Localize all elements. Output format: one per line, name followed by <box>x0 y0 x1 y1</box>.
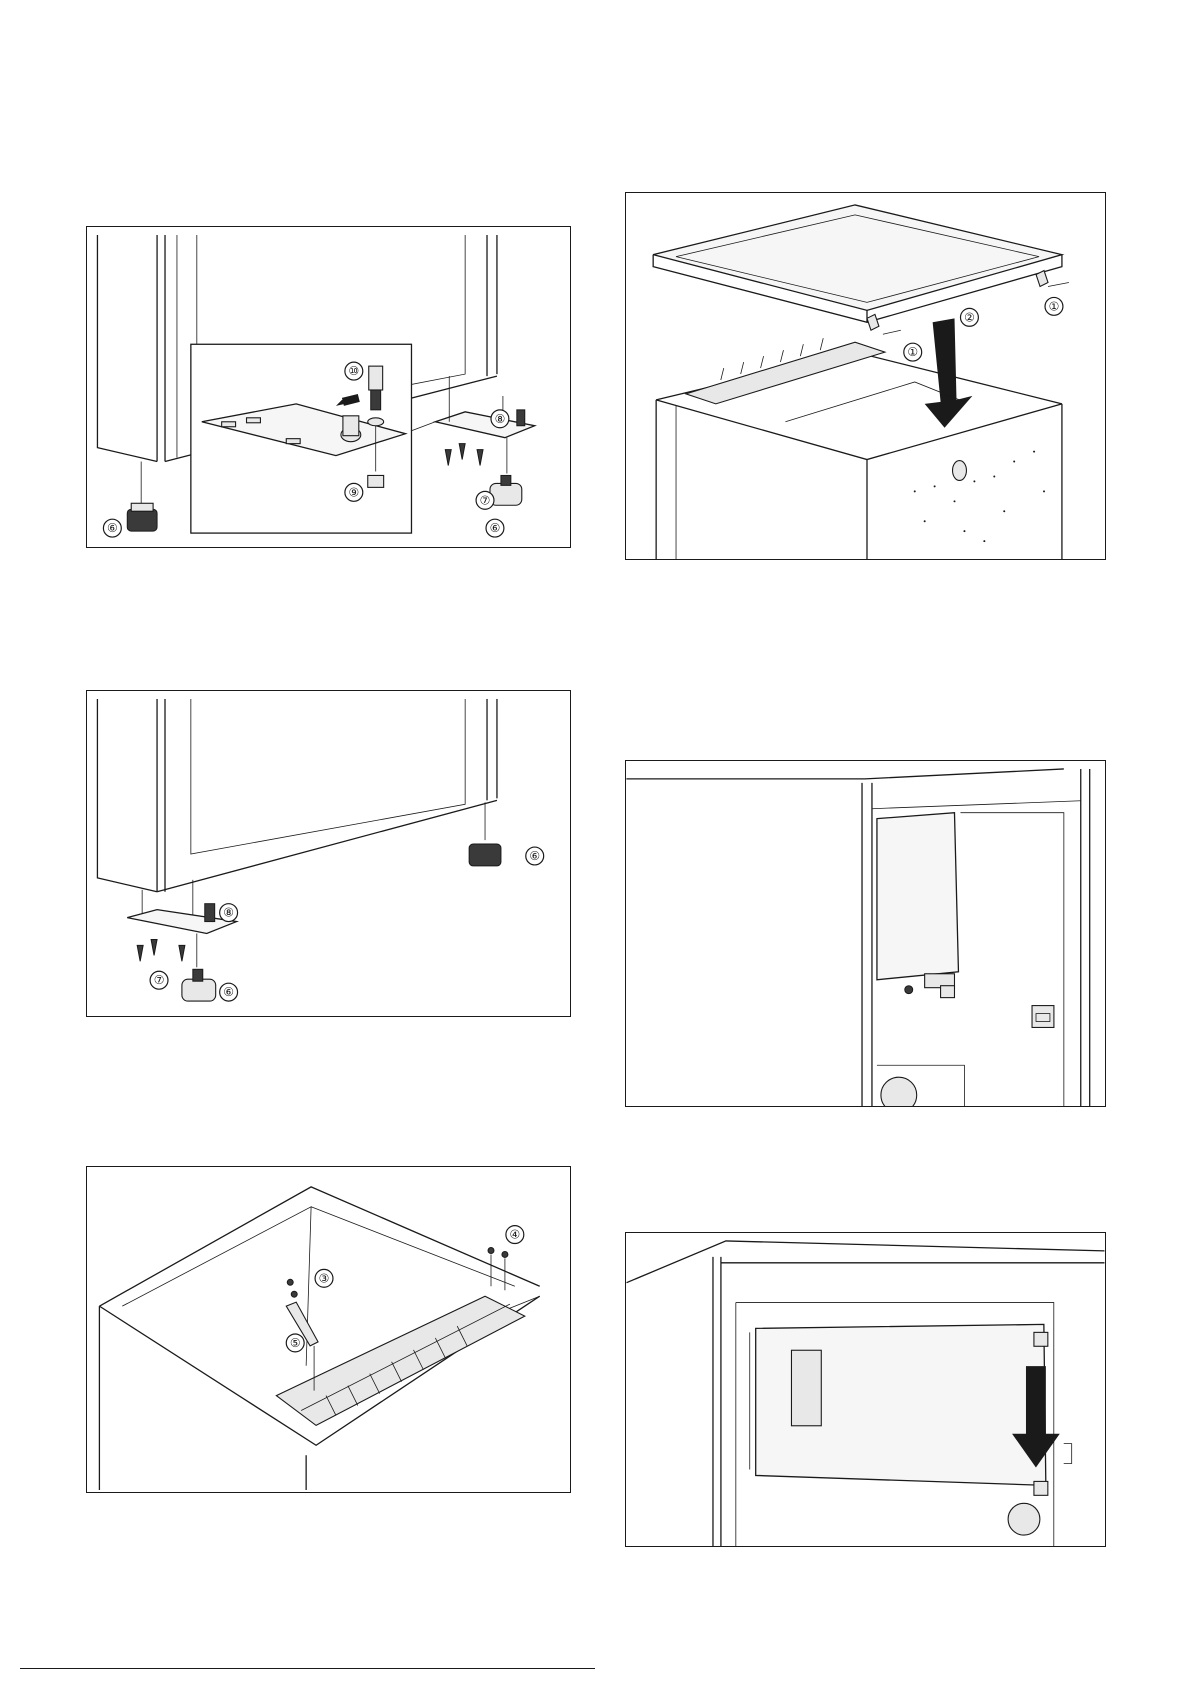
svg-text:⑥: ⑥ <box>529 849 540 863</box>
callout-10: ⑩ <box>345 362 363 380</box>
callout-6-right: ⑥ <box>486 519 504 537</box>
svg-text:⑤: ⑤ <box>290 1336 301 1350</box>
svg-text:③: ③ <box>319 1271 330 1285</box>
figure-cabinet-top-rail: ④ ③ ⑤ <box>86 1166 571 1493</box>
figure-hinge-plate-reversed: ⑥ ⑧ ⑦ ⑥ <box>86 690 571 1017</box>
illustration-freezer-compartment-hinge <box>626 761 1105 1106</box>
figure-4-callouts: ② ① ① <box>626 193 1105 559</box>
svg-text:①: ① <box>907 345 918 359</box>
callout-6-left: ⑥ <box>103 519 121 537</box>
callout-5: ⑤ <box>286 1334 304 1352</box>
callout-9: ⑨ <box>345 483 363 501</box>
svg-text:⑥: ⑥ <box>490 521 501 535</box>
svg-text:⑧: ⑧ <box>223 906 234 920</box>
svg-text:⑥: ⑥ <box>107 521 118 535</box>
callout-3: ③ <box>315 1269 333 1287</box>
svg-text:⑩: ⑩ <box>348 364 359 378</box>
svg-text:②: ② <box>964 310 975 324</box>
svg-text:⑨: ⑨ <box>348 485 359 499</box>
svg-text:⑧: ⑧ <box>495 412 506 426</box>
callout-1-left: ① <box>904 343 922 361</box>
callout-4: ④ <box>506 1226 524 1244</box>
figure-3-callouts: ④ ③ ⑤ <box>87 1167 570 1492</box>
figure-freezer-compartment-hinge <box>625 760 1106 1107</box>
callout-8: ⑧ <box>220 904 238 922</box>
callout-8: ⑧ <box>491 410 509 428</box>
callout-1-right: ① <box>1045 297 1063 315</box>
svg-text:⑥: ⑥ <box>223 985 234 999</box>
figure-hinge-plate-exploded: ⑩ ⑧ ⑨ ⑦ ⑥ ⑥ <box>86 226 571 548</box>
svg-text:④: ④ <box>510 1228 521 1242</box>
figure-top-cover-removal: ② ① ① <box>625 192 1106 560</box>
figure-1-callouts: ⑩ ⑧ ⑨ ⑦ ⑥ ⑥ <box>87 227 570 547</box>
illustration-freezer-flap-removal <box>626 1233 1105 1546</box>
figure-freezer-flap-removal <box>625 1232 1106 1547</box>
svg-text:①: ① <box>1049 299 1060 313</box>
figure-2-callouts: ⑥ ⑧ ⑦ ⑥ <box>87 691 570 1016</box>
svg-text:⑦: ⑦ <box>154 973 165 987</box>
callout-7: ⑦ <box>150 971 168 989</box>
svg-text:⑦: ⑦ <box>480 493 491 507</box>
callout-6-lower: ⑥ <box>220 983 238 1001</box>
callout-2: ② <box>960 308 978 326</box>
footer-rule <box>20 1668 595 1669</box>
callout-6-upper: ⑥ <box>526 847 544 865</box>
callout-7: ⑦ <box>476 491 494 509</box>
